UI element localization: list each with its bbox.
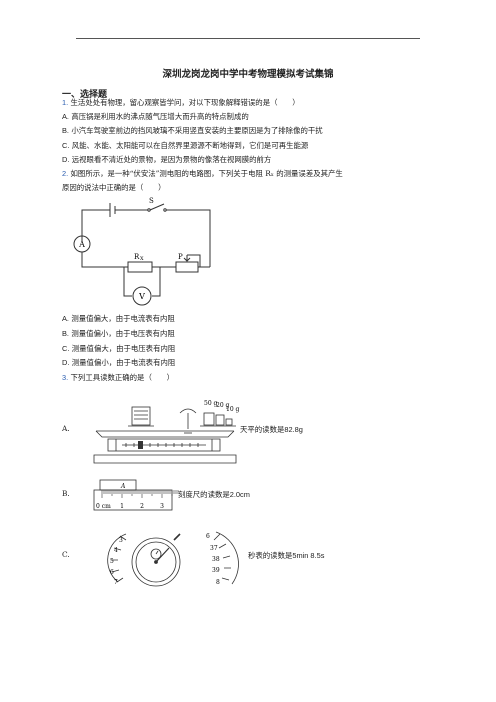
svg-text:38: 38 (212, 556, 220, 563)
battery-symbol (109, 203, 116, 217)
svg-text:3: 3 (160, 503, 164, 510)
svg-text:37: 37 (210, 545, 218, 552)
svg-text:1: 1 (120, 503, 124, 510)
svg-text:20 g: 20 g (216, 402, 230, 409)
q1-text: 生活处处有物理，留心观察皆学问，对以下现象解释错误的是（ ） (70, 98, 300, 107)
svg-text:6: 6 (206, 533, 210, 540)
svg-text:2: 2 (140, 503, 144, 510)
q2-stem-line2: 原因的说法中正确的是（ ） (62, 183, 166, 192)
q2-option-b[interactable]: B. 测量值偏小，由于电压表有内阻 (62, 329, 175, 338)
svg-text:39: 39 (212, 567, 220, 574)
svg-text:A: A (78, 240, 85, 249)
q3-option-a-caption: 天平的读数是82.8g (240, 425, 303, 434)
q1-option-b[interactable]: B. 小汽车驾驶室前边的挡风玻璃不采用竖直安装的主要原因是为了排除像的干扰 (62, 126, 323, 135)
svg-text:50 g: 50 g (204, 400, 218, 407)
q1-number: 1. (62, 98, 69, 107)
q3-option-b-letter[interactable]: B. (62, 489, 70, 498)
svg-text:7: 7 (114, 579, 118, 586)
q2-stem-line1: 2. 如图所示，是一种“伏安法”测电阻的电路图，下列关于电阻 Rₓ 的测量误差及… (62, 169, 343, 178)
q1-stem: 1. 生活处处有物理，留心观察皆学问，对以下现象解释错误的是（ ） (62, 98, 300, 108)
stopwatch-image: 3 4 5 6 7 6 37 38 39 8 (107, 531, 239, 587)
svg-text:4: 4 (114, 547, 118, 554)
svg-text:V: V (138, 292, 145, 301)
balance-image: 50 g 20 g 10 g (93, 400, 240, 464)
svg-text:3: 3 (119, 537, 123, 544)
svg-text:P: P (178, 253, 183, 261)
ruler-reading: 2.0cm (229, 490, 250, 499)
q2-option-a[interactable]: A. 测量值偏大，由于电流表有内阻 (62, 314, 175, 323)
rheostat-symbol (175, 261, 199, 273)
q3-option-c-letter[interactable]: C. (62, 550, 70, 559)
q2-option-c[interactable]: C. 测量值偏大，由于电压表有内阻 (62, 344, 176, 353)
voltmeter-symbol (132, 286, 152, 306)
header-rule (76, 38, 420, 39)
switch-symbol (149, 203, 165, 211)
svg-text:R: R (134, 253, 140, 261)
svg-text:X: X (140, 256, 144, 262)
svg-text:10 g: 10 g (226, 406, 240, 413)
svg-text:0 cm: 0 cm (96, 503, 111, 510)
svg-text:5: 5 (110, 558, 114, 565)
q3-number: 3. (62, 373, 69, 382)
svg-text:8: 8 (216, 579, 220, 586)
svg-text:S: S (149, 197, 154, 205)
stopwatch-reading: 5min 8.5s (292, 551, 325, 560)
q3-option-c-caption: 秒表的读数是5min 8.5s (248, 551, 325, 560)
q3-option-b-caption: 刻度尺的读数是2.0cm (178, 490, 250, 499)
q1-option-c[interactable]: C. 风能、水能、太阳能可以在自然界里源源不断地得到，它们是可再生能源 (62, 141, 309, 150)
q1-option-d[interactable]: D. 远视眼看不清近处的景物，是因为景物的像落在视网膜的前方 (62, 155, 272, 164)
q3-stem: 3. 下列工具读数正确的是（ ） (62, 373, 175, 382)
balance-reading: 82.8g (284, 425, 303, 434)
section-heading: 一、选择题 (62, 90, 108, 100)
q2-circuit-diagram: S A R X P V (73, 197, 211, 306)
svg-text:6: 6 (110, 569, 114, 576)
q1-option-a[interactable]: A. 高压锅是利用水的沸点随气压增大而升高的特点制成的 (62, 112, 249, 121)
resistor-symbol (127, 261, 153, 273)
page-title: 深圳龙岗龙岗中学中考物理模拟考试集锦 (162, 69, 334, 80)
ruler-image: A 0 cm 1 2 3 (93, 479, 179, 511)
q2-option-d[interactable]: D. 测量值偏小，由于电流表有内阻 (62, 358, 176, 367)
q2-number: 2. (62, 169, 69, 178)
q3-option-a-letter[interactable]: A. (62, 424, 70, 433)
svg-text:A: A (120, 483, 126, 490)
